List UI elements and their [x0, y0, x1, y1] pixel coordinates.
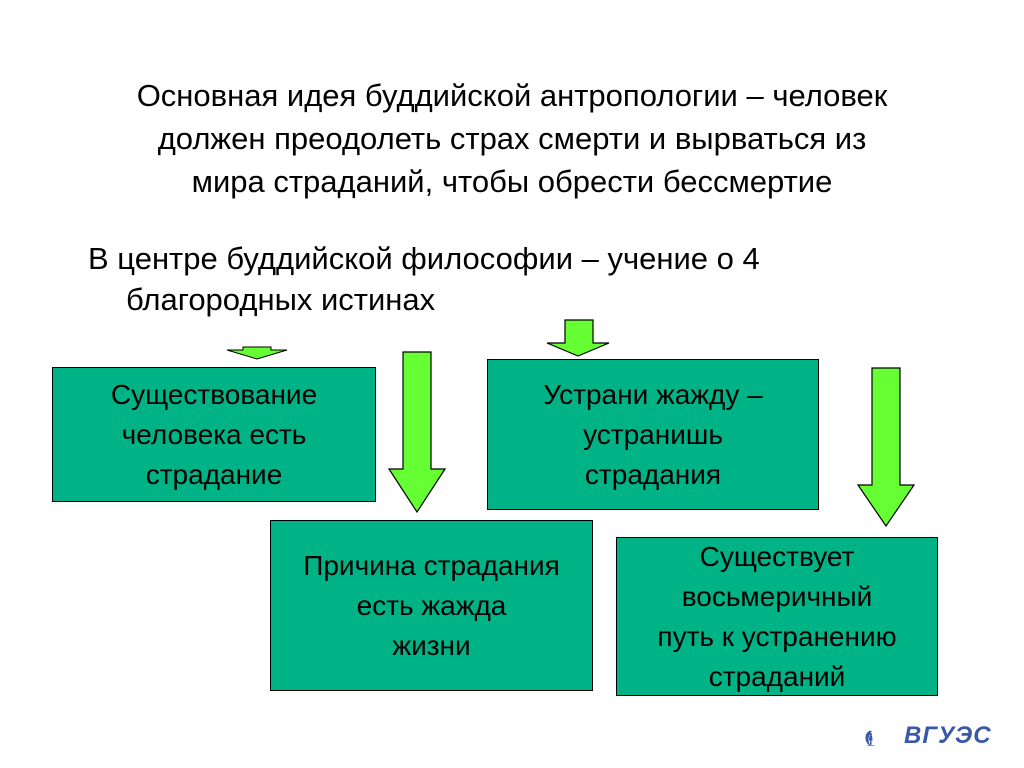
truth-text-line: Причина страдания	[303, 549, 560, 581]
truth-text-line: страдания	[584, 458, 722, 490]
center-thesis-line: В центре буддийской философии – учение о…	[88, 241, 760, 276]
truth-box-4: Существует восьмеричный путь к устранени…	[616, 537, 938, 696]
truth-text-line: восьмеричный	[681, 580, 873, 612]
truth-box-2: Причина страдания есть жажда жизни	[270, 520, 593, 691]
university-logo-text: ВГУЭС	[904, 722, 992, 749]
truth-text-line: Существование	[110, 378, 318, 410]
center-thesis-line: благородных истинах	[126, 282, 436, 317]
main-idea-text: Основная идея буддийской антропологии – …	[60, 74, 964, 203]
truth-text-line: человека есть	[121, 418, 307, 450]
main-idea-line: должен преодолеть страх смерти и вырвать…	[157, 121, 867, 156]
truth-text-line: путь к устранению	[657, 620, 897, 652]
truth-text-line: Существует	[699, 540, 855, 572]
truth-text-line: Устрани жажду –	[543, 378, 763, 410]
truth-box-3: Устрани жажду – устранишь страдания	[487, 359, 819, 510]
truth-text-line: есть жажда	[356, 589, 507, 621]
truth-text-line: жизни	[392, 629, 471, 661]
truth-text-line: страданий	[708, 660, 846, 692]
truth-text-line: страдание	[145, 458, 283, 490]
center-thesis-text: В центре буддийской философии – учение о…	[88, 238, 888, 320]
down-arrow-icon	[857, 367, 915, 527]
main-idea-line: Основная идея буддийской антропологии – …	[136, 78, 888, 113]
main-idea-line: мира страданий, чтобы обрести бессмертие	[191, 164, 833, 199]
down-arrow-icon	[226, 346, 288, 360]
down-arrow-icon	[546, 319, 610, 357]
truth-box-1: Существование человека есть страдание	[52, 367, 376, 502]
down-arrow-icon	[388, 351, 446, 513]
university-emblem-icon	[865, 730, 875, 746]
truth-text-line: устранишь	[583, 418, 723, 450]
